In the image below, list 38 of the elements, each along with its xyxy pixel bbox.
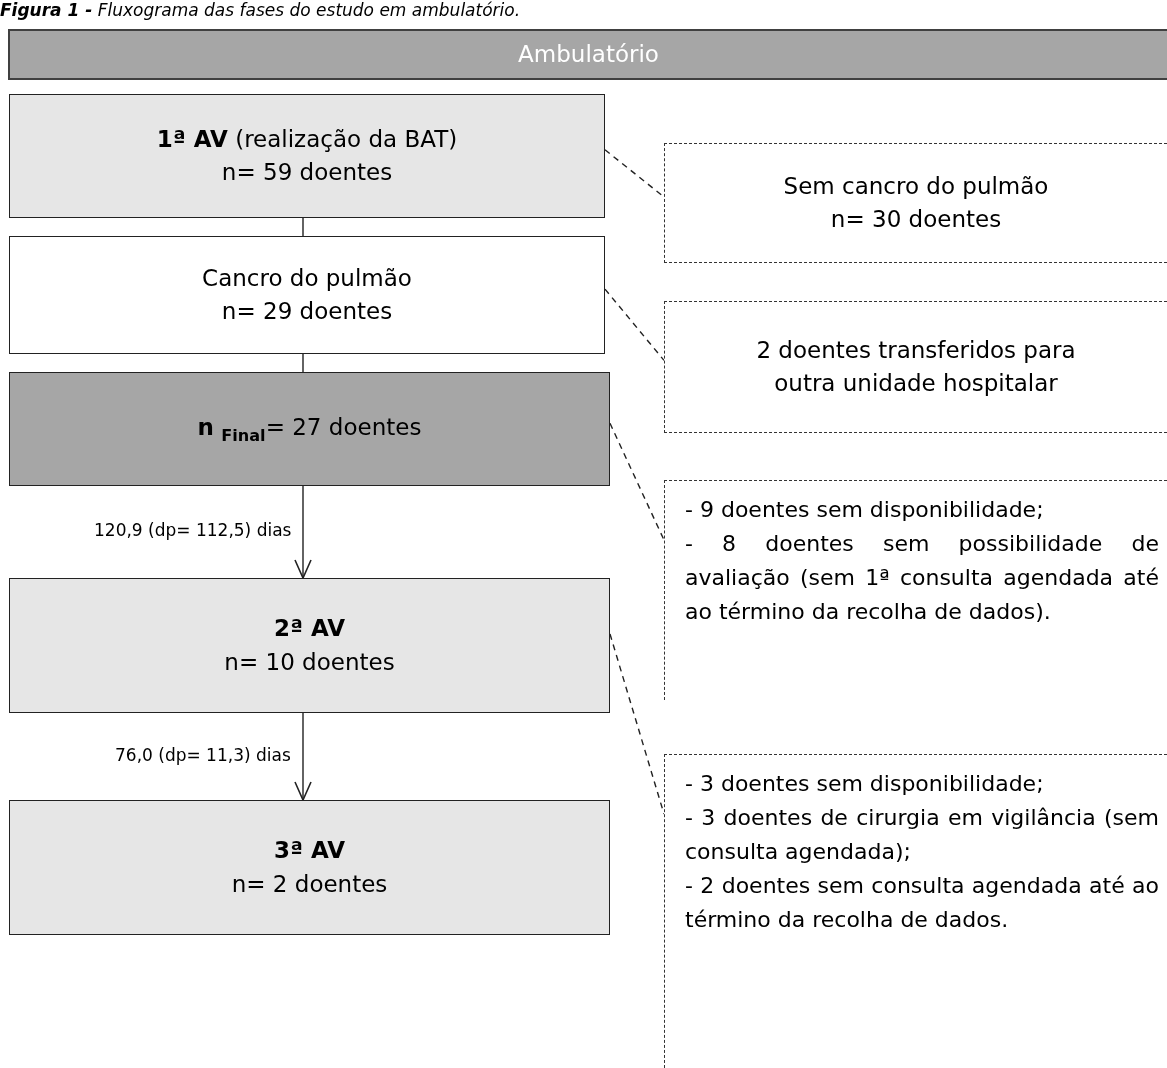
leader-line: [609, 633, 665, 815]
node-text: n= 10 doentes: [224, 647, 395, 677]
connector-line: [302, 353, 304, 373]
exclusion-note-box: [664, 143, 1167, 263]
node-text: n= 30 doentes: [830, 205, 1002, 234]
node-text: 2ª AV: [274, 614, 345, 644]
node-text: Cancro do pulmão: [202, 263, 412, 293]
node-text: n $_{Final}$= 27 doentes: [197, 413, 422, 447]
process-box: [9, 236, 605, 354]
stage-box: [9, 578, 610, 713]
exclusion-list-box: [664, 480, 1167, 700]
connector-line: [302, 217, 304, 237]
node-text: n= 2 doentes: [231, 869, 388, 899]
node-text: n= 59 doentes: [221, 158, 393, 187]
node-text: - 2 doentes sem consulta agendada até ao término da recolha de dados.: [685, 872, 1159, 935]
node-text: - 9 doentes sem disponibilidade;: [685, 496, 1045, 524]
node-text: 2 doentes transferidos para outra unidade hospitalar: [755, 335, 1077, 398]
figure-title: Figura 1 - Fluxograma das fases do estudo em ambulatório.: [0, 0, 521, 20]
node-text: - 3 doentes de cirurgia em vigilância (sem consulta agendada);: [685, 804, 1159, 867]
section-header-band: [8, 29, 1167, 80]
node-text: Sem cancro do pulmão: [783, 171, 1049, 201]
node-text: - 8 doentes sem possibilidade de avaliação (sem 1ª consulta agendada até ao término da recolha de dados).: [685, 530, 1159, 627]
stage-box: [9, 94, 605, 218]
node-text: n= 29 doentes: [221, 297, 393, 326]
node-text: 1ª AV (realização da BAT): [156, 124, 458, 154]
edge-label: 76,0 (dp= 11,3) dias: [115, 744, 291, 765]
exclusion-list-box: [664, 754, 1167, 1068]
leader-line: [609, 422, 665, 541]
final-count-box: [9, 372, 610, 486]
node-text: - 3 doentes sem disponibilidade;: [685, 770, 1045, 798]
stage-box: [9, 800, 610, 935]
node-text: 3ª AV: [274, 836, 345, 866]
arrow: [294, 485, 312, 579]
arrow: [294, 712, 312, 801]
edge-label: 120,9 (dp= 112,5) dias: [94, 520, 292, 540]
exclusion-note-box: [664, 301, 1167, 433]
section-title: Ambulatório: [518, 39, 659, 69]
leader-line: [604, 288, 665, 362]
